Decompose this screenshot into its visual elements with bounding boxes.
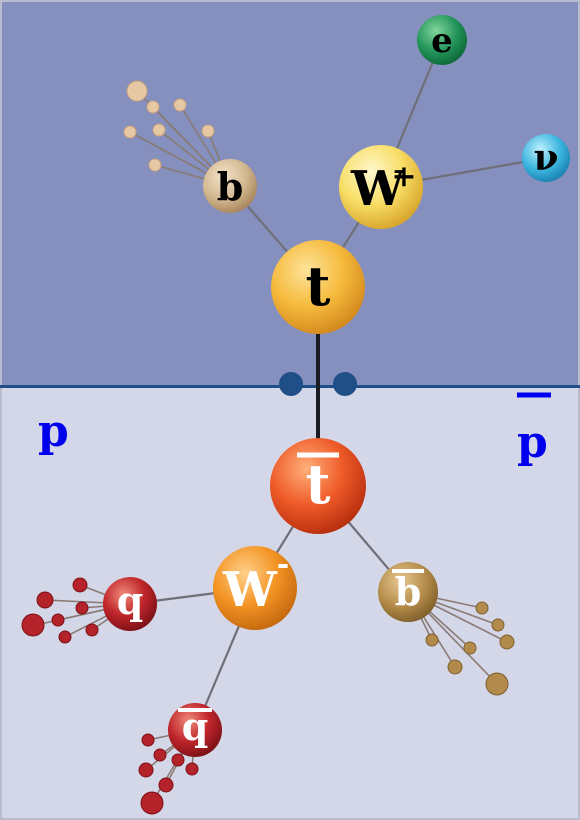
particle-w-minus: W -	[213, 546, 297, 630]
particle-e: e	[417, 15, 467, 65]
svg-text:ν: ν	[534, 137, 559, 179]
particle-w-plus: W +	[339, 145, 423, 229]
particle-b: b	[203, 159, 257, 213]
beam-dot-right	[333, 372, 357, 396]
beam-dot-left	[279, 372, 303, 396]
beam-label-left: p	[38, 406, 69, 457]
upper-background	[0, 0, 580, 388]
particle-nu: ν	[522, 134, 570, 182]
beam-label-right: p	[517, 417, 548, 468]
svg-text:b: b	[217, 164, 244, 209]
svg-text:q: q	[182, 704, 209, 749]
w-plus-charge: +	[391, 159, 416, 194]
svg-text:b: b	[395, 569, 422, 614]
w-minus-charge: -	[277, 547, 289, 582]
particle-antibottom: b	[378, 562, 438, 622]
particle-antitop: t	[270, 438, 366, 534]
svg-text:t: t	[306, 254, 331, 318]
svg-text:e: e	[431, 21, 453, 61]
svg-text:t: t	[306, 452, 331, 516]
svg-text:q: q	[117, 578, 144, 623]
svg-text:W: W	[222, 562, 278, 618]
particle-antiquark: q	[168, 703, 222, 757]
particle-quark: q	[103, 577, 157, 631]
particle-top: t	[271, 240, 365, 334]
